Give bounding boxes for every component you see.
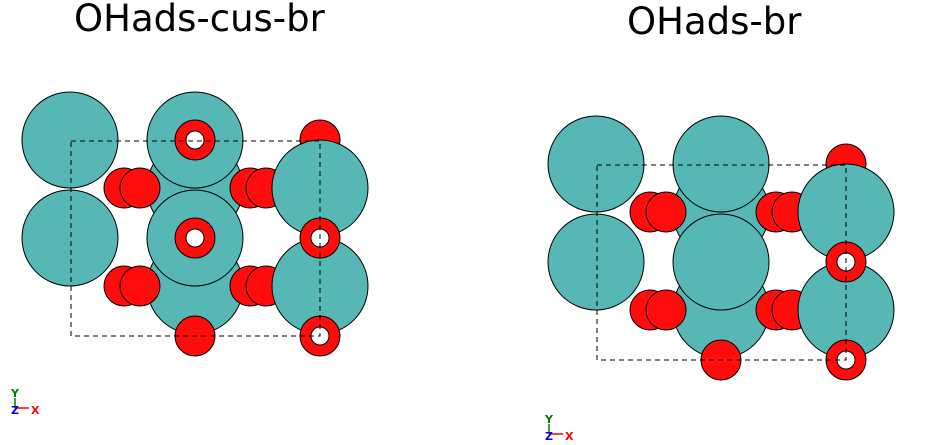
unit-cell-boundary bbox=[70, 140, 321, 337]
metal-atom bbox=[21, 189, 119, 287]
unit-cell-boundary bbox=[596, 164, 847, 361]
structure-panel-right bbox=[547, 115, 895, 381]
hydrogen-atom bbox=[185, 228, 205, 248]
panel-title-right: OHads-br bbox=[627, 0, 802, 43]
axis-label-x: X bbox=[565, 430, 574, 443]
metal-atom bbox=[21, 91, 119, 189]
metal-atom bbox=[672, 213, 770, 311]
structure-panel-left bbox=[21, 91, 369, 357]
axis-label-z: Z bbox=[11, 404, 19, 417]
oxygen-atom bbox=[119, 265, 161, 307]
oxygen-atom bbox=[645, 289, 687, 331]
axis-label-z: Z bbox=[545, 430, 553, 443]
axis-label-x: X bbox=[31, 404, 40, 417]
axis-label-y: Y bbox=[10, 387, 20, 400]
metal-atom bbox=[547, 213, 645, 311]
hydrogen-atom bbox=[185, 130, 205, 150]
oxygen-atom bbox=[119, 167, 161, 209]
metal-atom bbox=[672, 115, 770, 213]
axis-label-y: Y bbox=[544, 413, 554, 426]
metal-atom bbox=[547, 115, 645, 213]
oxygen-atom bbox=[645, 191, 687, 233]
panel-title-left: OHads-cus-br bbox=[74, 0, 325, 40]
